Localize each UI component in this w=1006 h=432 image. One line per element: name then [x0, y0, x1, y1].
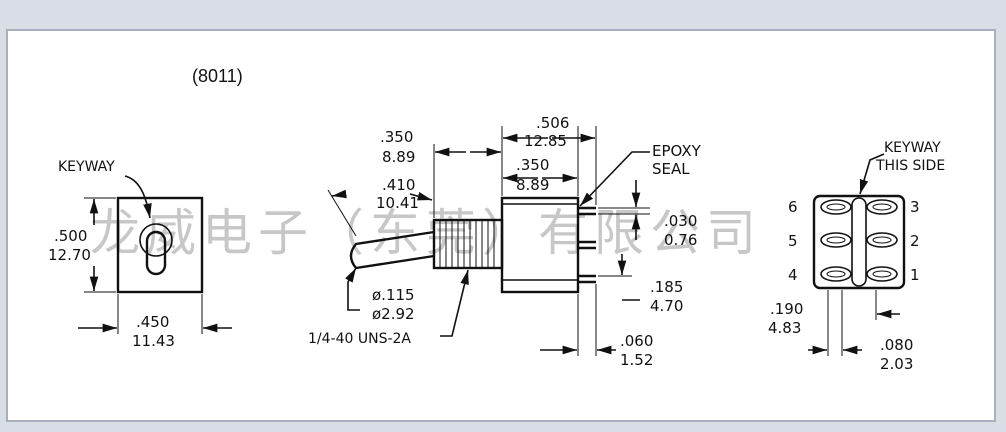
pin-thk-in: .030	[664, 212, 697, 230]
pin-len-in: .060	[620, 332, 653, 350]
lever-len-in: .410	[382, 176, 415, 194]
front-width-in: .450	[136, 313, 169, 331]
bottom-pin-pads	[820, 199, 898, 282]
front-height-in: .500	[54, 227, 87, 245]
bushing-len-mm: 8.89	[382, 148, 415, 166]
side-view: .350 8.89 .506 12.85 .350 8.89 .410 10.4…	[308, 114, 702, 369]
lever-dia-mm: ø2.92	[372, 305, 415, 323]
body-len-in: .506	[536, 114, 569, 132]
pin-w-mm: 2.03	[880, 355, 913, 373]
epoxy-label-1: EPOXY	[652, 142, 702, 160]
pin-label-3: 3	[910, 198, 920, 216]
lever-len-mm: 10.41	[376, 194, 419, 212]
pin-label-5: 5	[788, 232, 798, 250]
pin-label-2: 2	[910, 232, 920, 250]
pin-w-in: .080	[880, 336, 913, 354]
lever-dia-in: ø.115	[372, 286, 415, 304]
epoxy-label-2: SEAL	[652, 160, 690, 178]
pin-label-6: 6	[788, 198, 798, 216]
side-pins	[578, 206, 596, 284]
bottom-keyway-slot	[851, 197, 867, 287]
row-pitch-in: .190	[770, 300, 803, 318]
bushing-len-in: .350	[380, 128, 413, 146]
pin-len-mm: 1.52	[620, 351, 653, 369]
front-height-mm: 12.70	[48, 246, 91, 264]
pin-label-4: 4	[788, 266, 798, 284]
row-pitch-mm: 4.83	[768, 319, 801, 337]
part-code: (8011)	[192, 66, 243, 86]
pin-label-1: 1	[910, 266, 920, 284]
bottom-view: 6 5 4 3 2 1 KEYWAY THIS SIDE .190 4.83 .…	[768, 140, 945, 373]
bottom-body	[812, 194, 906, 290]
front-body-outline	[116, 196, 204, 294]
bushing-thread	[439, 220, 495, 268]
pin-thk-mm: 0.76	[664, 231, 697, 249]
side-lever	[349, 230, 435, 270]
watermark-text: 龙威电子（东莞）有限公司	[90, 204, 762, 262]
front-keyway-label: KEYWAY	[58, 159, 115, 175]
pin-pitch-in: .185	[650, 278, 683, 296]
front-lever	[145, 230, 167, 276]
bottom-keyway-label-1: KEYWAY	[884, 140, 941, 156]
thread-spec: 1/4-40 UNS-2A	[308, 331, 411, 347]
side-bushing	[432, 218, 504, 270]
pin-pitch-mm: 4.70	[650, 297, 683, 315]
body-depth-in: .350	[516, 156, 549, 174]
body-len-mm: 12.85	[524, 132, 567, 150]
front-view: KEYWAY .500 12.70 .450 11.43	[48, 159, 232, 350]
body-depth-mm: 8.89	[516, 176, 549, 194]
bottom-keyway-label-2: THIS SIDE	[875, 158, 945, 174]
front-bushing	[139, 223, 173, 257]
front-width-mm: 11.43	[132, 332, 175, 350]
